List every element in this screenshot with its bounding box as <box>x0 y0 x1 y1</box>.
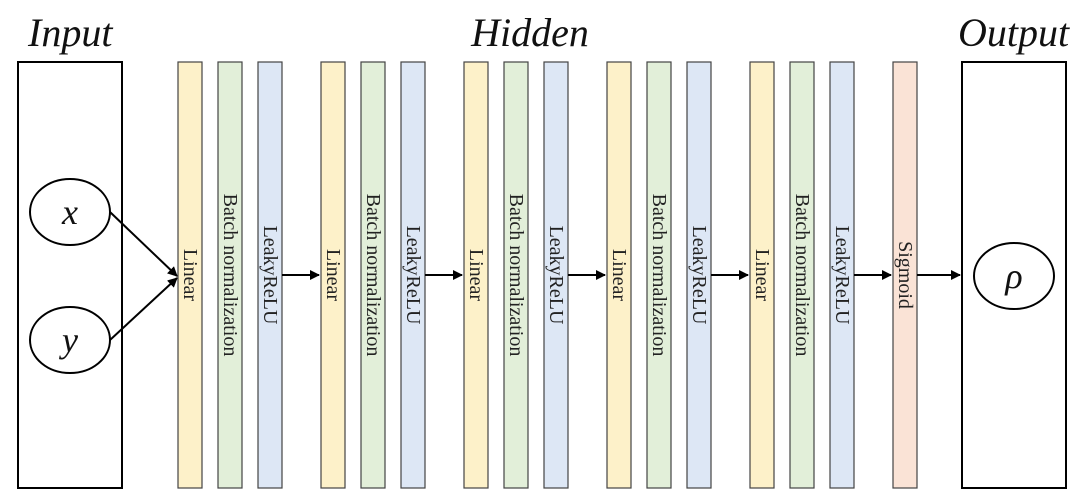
block-3-linear-label: Linear <box>465 249 487 302</box>
block-2-leakyrelu-layer <box>400 61 426 489</box>
input-node-x: x <box>29 178 111 246</box>
block-5-leakyrelu-label: LeakyReLU <box>831 226 853 325</box>
block-1-leakyrelu-label: LeakyReLU <box>259 226 281 325</box>
output-heading: Output <box>958 10 1070 55</box>
input-node-x-label: x <box>61 192 78 232</box>
sigmoid-layer <box>892 61 918 489</box>
block-3-leakyrelu-layer <box>543 61 569 489</box>
block-2-linear-label: Linear <box>322 249 344 302</box>
block-3-leakyrelu-label: LeakyReLU <box>545 226 567 325</box>
block-1-linear-layer <box>177 61 203 489</box>
arrow-y-to-linear <box>109 277 178 341</box>
block-4-batch-normalization-layer <box>646 61 672 489</box>
block-4-linear-layer <box>606 61 632 489</box>
block-5-batch-normalization-label: Batch normalization <box>791 194 813 357</box>
block-2-batch-normalization-layer <box>360 61 386 489</box>
block-2-leakyrelu-label: LeakyReLU <box>402 226 424 325</box>
output-node-rho: ρ <box>973 242 1055 310</box>
input-node-y: y <box>29 306 111 374</box>
block-1-linear-label: Linear <box>179 249 201 302</box>
block-5-leakyrelu-layer <box>829 61 855 489</box>
block-3-batch-normalization-layer <box>503 61 529 489</box>
hidden-layers: Linear Batch normalization LeakyReLU Linear… <box>177 61 961 489</box>
block-4-linear-label: Linear <box>608 249 630 302</box>
output-node-rho-label: ρ <box>1004 256 1022 296</box>
block-5-linear-layer <box>749 61 775 489</box>
hidden-heading: Hidden <box>470 10 589 55</box>
block-2-batch-normalization-label: Batch normalization <box>362 194 384 357</box>
block-1-batch-normalization-label: Batch normalization <box>219 194 241 357</box>
block-3-batch-normalization-label: Batch normalization <box>505 194 527 357</box>
block-1-batch-normalization-layer <box>217 61 243 489</box>
block-2-linear-layer <box>320 61 346 489</box>
arrow-x-to-linear <box>109 211 178 277</box>
input-box <box>17 61 123 489</box>
block-4-leakyrelu-label: LeakyReLU <box>688 226 710 325</box>
block-3-linear-layer <box>463 61 489 489</box>
block-4-leakyrelu-layer <box>686 61 712 489</box>
block-4-batch-normalization-label: Batch normalization <box>648 194 670 357</box>
sigmoid-label: Sigmoid <box>894 241 916 309</box>
input-heading: Input <box>27 10 113 55</box>
input-node-y-label: y <box>59 320 78 360</box>
block-5-linear-label: Linear <box>751 249 773 302</box>
output-node-rho-circle <box>973 242 1055 310</box>
block-5-batch-normalization-layer <box>789 61 815 489</box>
